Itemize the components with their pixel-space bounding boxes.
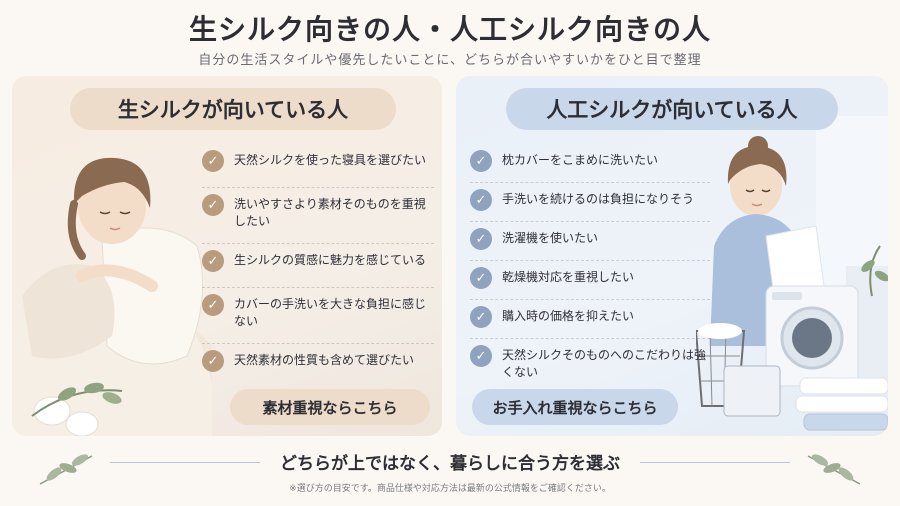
page-title: 生シルク向きの人・人工シルク向きの人	[188, 13, 711, 46]
leaf-icon	[807, 454, 861, 485]
footer-divider-right	[640, 462, 790, 463]
list-item-label: 天然シルクを使った寝具を選びたい	[234, 153, 427, 167]
list-item-label: 天然素材の性質も含めて選びたい	[234, 353, 415, 367]
check-icon: ✓	[202, 150, 224, 172]
check-icon: ✓	[470, 150, 492, 172]
artificial-silk-heading: 人工シルクが向いている人	[506, 88, 838, 130]
check-icon: ✓	[470, 306, 492, 328]
list-item: ✓ 天然シルクそのものへのこだわりは強くない	[470, 339, 710, 387]
check-icon: ✓	[470, 267, 492, 289]
list-item-label: 洗いやすさより素材そのものを重視したい	[234, 197, 426, 228]
leaf-icon	[39, 454, 93, 485]
artificial-silk-checklist: ✓ 枕カバーをこまめに洗いたい ✓ 手洗いを続けるのは負担になりそう ✓ 洗濯機…	[470, 144, 710, 387]
list-item: ✓ 洗いやすさより素材そのものを重視したい	[202, 188, 434, 244]
list-item: ✓ 天然素材の性質も含めて選びたい	[202, 344, 434, 388]
woman-laundry-illustration	[696, 116, 888, 431]
list-item-label: カバーの手洗いを大きな負担に感じない	[234, 297, 427, 328]
check-icon: ✓	[202, 294, 224, 316]
list-item-label: 生シルクの質感に魅力を感じている	[234, 253, 427, 267]
care-focus-button[interactable]: お手入れ重視ならこちら	[472, 389, 678, 425]
list-item-label: 手洗いを続けるのは負担になりそう	[502, 192, 695, 206]
footer-disclaimer: ※選び方の目安です。商品仕様や対応方法は最新の公式情報をご確認ください。	[289, 484, 611, 494]
list-item: ✓ 天然シルクを使った寝具を選びたい	[202, 144, 434, 188]
raw-silk-heading: 生シルクが向いている人	[70, 88, 396, 130]
list-item-label: 乾燥機対応を重視したい	[502, 270, 635, 284]
footer-message: どちらが上ではなく、暮らしに合う方を選ぶ	[280, 454, 620, 474]
check-icon: ✓	[470, 189, 492, 211]
list-item: ✓ 乾燥機対応を重視したい	[470, 261, 710, 300]
woman-hugging-pillow-illustration	[12, 157, 212, 436]
raw-silk-panel: 生シルクが向いている人 ✓ 天然シルクを使った寝具を選びたい ✓ 洗いやすさより…	[12, 76, 442, 436]
raw-silk-checklist: ✓ 天然シルクを使った寝具を選びたい ✓ 洗いやすさより素材そのものを重視したい…	[202, 144, 434, 388]
list-item: ✓ 洗濯機を使いたい	[470, 222, 710, 261]
list-item-label: 天然シルクそのものへのこだわりは強くない	[502, 348, 707, 379]
list-item: ✓ 生シルクの質感に魅力を感じている	[202, 244, 434, 288]
material-focus-button[interactable]: 素材重視ならこちら	[230, 389, 430, 425]
list-item-label: 洗濯機を使いたい	[502, 231, 599, 245]
footer-divider-left	[110, 462, 260, 463]
list-item: ✓ 購入時の価格を抑えたい	[470, 300, 710, 339]
check-icon: ✓	[202, 250, 224, 272]
list-item-label: 購入時の価格を抑えたい	[502, 309, 635, 323]
list-item-label: 枕カバーをこまめに洗いたい	[502, 153, 659, 167]
check-icon: ✓	[202, 350, 224, 372]
check-icon: ✓	[470, 228, 492, 250]
artificial-silk-panel: 人工シルクが向いている人 ✓ 枕カバーをこまめに洗いたい ✓ 手洗いを続けるのは…	[456, 76, 888, 436]
list-item: ✓ 枕カバーをこまめに洗いたい	[470, 144, 710, 183]
list-item: ✓ 手洗いを続けるのは負担になりそう	[470, 183, 710, 222]
check-icon: ✓	[202, 194, 224, 216]
page-subtitle: 自分の生活スタイルや優先したいことに、どちらが合いやすいかをひと目で整理	[198, 53, 702, 68]
check-icon: ✓	[470, 345, 492, 367]
list-item: ✓ カバーの手洗いを大きな負担に感じない	[202, 288, 434, 344]
